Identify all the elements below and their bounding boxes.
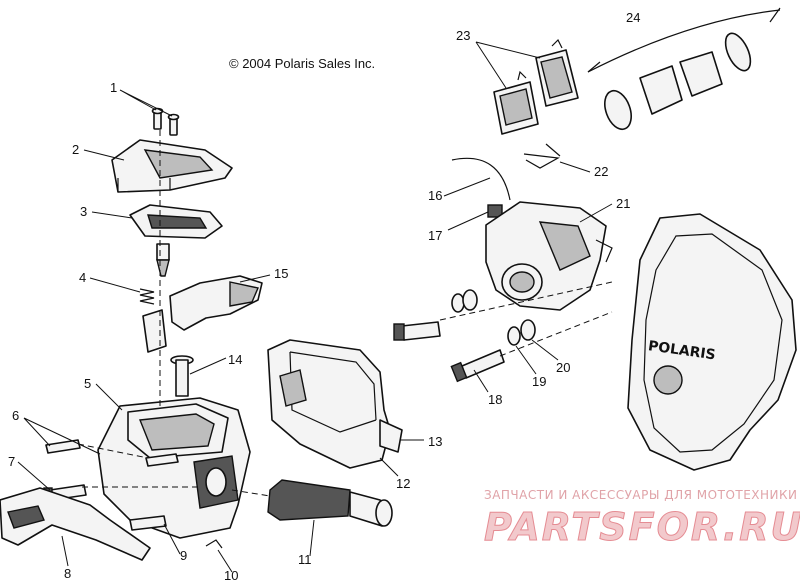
- part-19-washers: [451, 293, 521, 346]
- part-21-caliper: [485, 201, 613, 311]
- callout-22: 22: [594, 164, 608, 179]
- callout-16: 16: [428, 188, 442, 203]
- callout-6: 6: [12, 408, 19, 423]
- part-11-piston: [267, 479, 393, 527]
- part-5-master-cylinder-body: [97, 397, 251, 539]
- part-23-brake-pads: [493, 38, 579, 135]
- chaincase-cover: POLARIS: [627, 213, 797, 471]
- watermark-logo: PARTSFOR.RU: [484, 505, 800, 549]
- callout-18: 18: [488, 392, 502, 407]
- part-6-screws: [45, 439, 179, 467]
- callout-13: 13: [428, 434, 442, 449]
- callout-10: 10: [224, 568, 238, 582]
- callout-19: 19: [532, 374, 546, 389]
- part-3-diaphragm: [129, 204, 223, 239]
- callout-21: 21: [616, 196, 630, 211]
- callout-12: 12: [396, 476, 410, 491]
- part-24-piston-kit: [587, 7, 781, 131]
- part-16-hose: [451, 157, 511, 201]
- part-20-washers: [462, 289, 536, 341]
- callout-3: 3: [80, 204, 87, 219]
- part-15-lever-bracket: [142, 275, 263, 353]
- part-12-housing: [267, 339, 403, 469]
- copyright-text: © 2004 Polaris Sales Inc.: [229, 56, 375, 71]
- part-2-reservoir-cover: [111, 139, 233, 193]
- callout-14: 14: [228, 352, 242, 367]
- callout-23: 23: [456, 28, 470, 43]
- callout-numbers: 1 2 3 4 5 6 7 8 9 10 11 12 13 14 15 16 1…: [8, 10, 640, 582]
- leader-lines: [17, 41, 613, 573]
- callout-11: 11: [298, 552, 312, 567]
- callout-24: 24: [626, 10, 640, 25]
- callout-2: 2: [72, 142, 79, 157]
- part-9-bolt: [129, 515, 167, 531]
- callout-15: 15: [274, 266, 288, 281]
- watermark: ЗАПЧАСТИ И АКСЕССУАРЫ ДЛЯ МОТОТЕХНИКИ PA…: [484, 488, 800, 550]
- part-18-bolts: [393, 321, 505, 383]
- part-4-spring: [139, 288, 155, 305]
- callout-8: 8: [64, 566, 71, 581]
- part-17-fitting: [487, 204, 503, 218]
- assembly-line-11: [231, 489, 271, 497]
- callout-5: 5: [84, 376, 91, 391]
- part-10-clip: [205, 539, 223, 549]
- part-22-clip: [523, 143, 561, 169]
- valve-plug: [156, 243, 170, 277]
- assembly-line-6: [77, 443, 149, 459]
- callout-4: 4: [79, 270, 86, 285]
- callout-1: 1: [110, 80, 117, 95]
- callout-7: 7: [8, 454, 15, 469]
- part-14-pin: [170, 355, 194, 397]
- assembly-line-18b: [499, 311, 613, 357]
- callout-17: 17: [428, 228, 442, 243]
- watermark-caption: ЗАПЧАСТИ И АКСЕССУАРЫ ДЛЯ МОТОТЕХНИКИ: [484, 488, 798, 502]
- part-8-brake-lever: [0, 487, 151, 561]
- callout-20: 20: [556, 360, 570, 375]
- callout-9: 9: [180, 548, 187, 563]
